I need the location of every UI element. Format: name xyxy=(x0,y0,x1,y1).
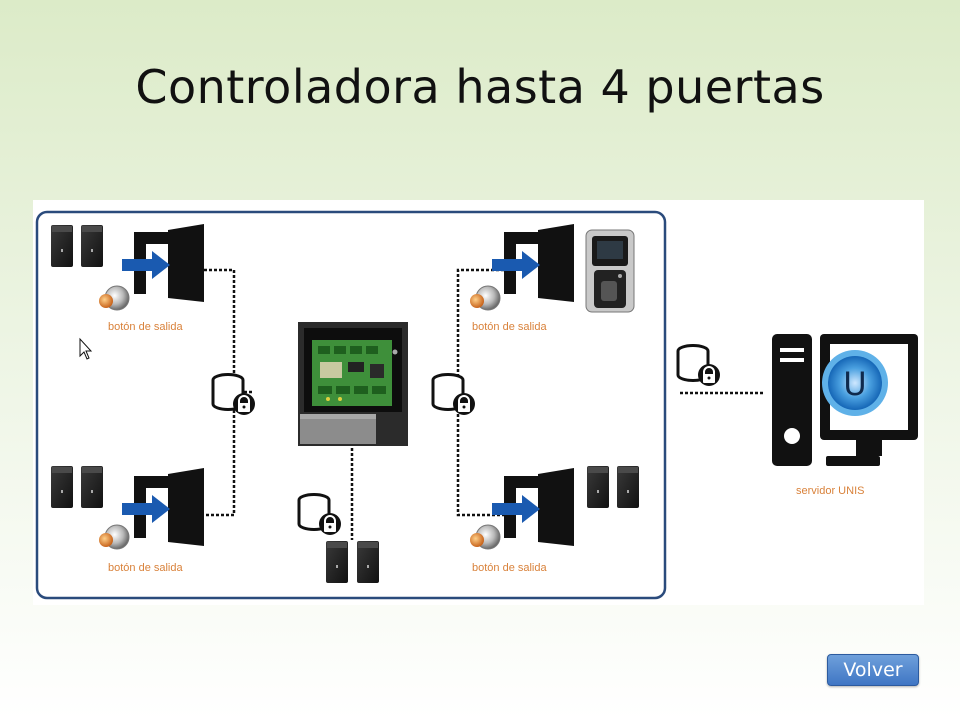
exit-button-label: botón de salida xyxy=(108,321,183,333)
door-icon xyxy=(122,224,204,302)
unis-logo-letter: U xyxy=(843,365,866,403)
exit-button-icon xyxy=(98,285,130,311)
exit-button-icon xyxy=(98,524,130,550)
exit-button-label: botón de salida xyxy=(108,562,183,574)
database-lock-icon xyxy=(211,373,257,417)
exit-button-label: botón de salida xyxy=(472,562,547,574)
database-lock-icon xyxy=(676,344,722,388)
door-icon xyxy=(492,224,574,302)
controller-board-icon xyxy=(298,322,408,446)
network-frame xyxy=(35,210,667,600)
volver-button[interactable]: Volver xyxy=(827,654,919,686)
door-icon xyxy=(122,468,204,546)
door-icon xyxy=(492,468,574,546)
slide-title: Controladora hasta 4 puertas xyxy=(135,60,825,114)
card-reader-icon xyxy=(51,466,103,508)
card-reader-icon xyxy=(587,466,639,508)
database-lock-icon xyxy=(431,373,477,417)
card-reader-icon xyxy=(51,225,103,267)
mouse-pointer-icon xyxy=(79,337,93,360)
card-reader-icon xyxy=(326,541,379,583)
exit-button-label: botón de salida xyxy=(472,321,547,333)
fingerprint-reader-icon xyxy=(585,229,635,313)
exit-button-icon xyxy=(469,285,501,311)
connection-lines xyxy=(204,268,764,540)
database-lock-icon xyxy=(297,493,343,537)
server-label: servidor UNIS xyxy=(796,485,865,497)
exit-button-icon xyxy=(469,524,501,550)
unis-logo-icon: U xyxy=(822,350,888,416)
